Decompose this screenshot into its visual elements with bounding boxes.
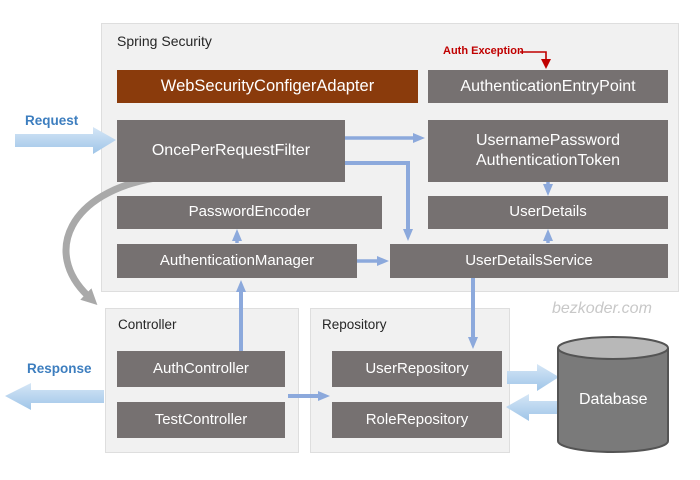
user-repository-box: UserRepository [332,351,502,387]
database-to-repository-arrow [506,394,558,421]
spring-security-label: Spring Security [117,33,212,49]
repository-label: Repository [322,317,387,332]
password-encoder-box: PasswordEncoder [117,196,382,229]
controller-label: Controller [118,317,177,332]
response-label: Response [27,361,92,376]
token-label-line2: AuthenticationToken [475,152,621,169]
once-per-request-filter-box: OncePerRequestFilter [117,120,345,182]
authentication-manager-box: AuthenticationManager [117,244,357,278]
database-cylinder [557,336,669,453]
username-password-authentication-token-box: UsernamePassword AuthenticationToken [428,120,668,182]
watermark-text: bezkoder.com [552,300,652,317]
test-controller-box: TestController [117,402,285,438]
role-repository-box: RoleRepository [332,402,502,438]
user-details-box: UserDetails [428,196,668,229]
repository-to-database-arrow [507,364,559,391]
response-arrow [5,383,104,410]
web-security-configer-adapter-box: WebSecurityConfigerAdapter [117,70,418,103]
auth-exception-label: Auth Exception [443,45,524,57]
token-label-line1: UsernamePassword [475,132,621,149]
authentication-entry-point-box: AuthenticationEntryPoint [428,70,668,103]
database-label: Database [579,391,648,408]
request-arrow [15,127,116,154]
request-label: Request [25,113,79,128]
auth-exception-arrow [520,51,551,69]
arrow-filter-to-userdetailsservice [345,161,413,241]
auth-controller-box: AuthController [117,351,285,387]
filter-to-controller-curved-arrow [62,174,156,305]
user-details-service-box: UserDetailsService [390,244,668,278]
